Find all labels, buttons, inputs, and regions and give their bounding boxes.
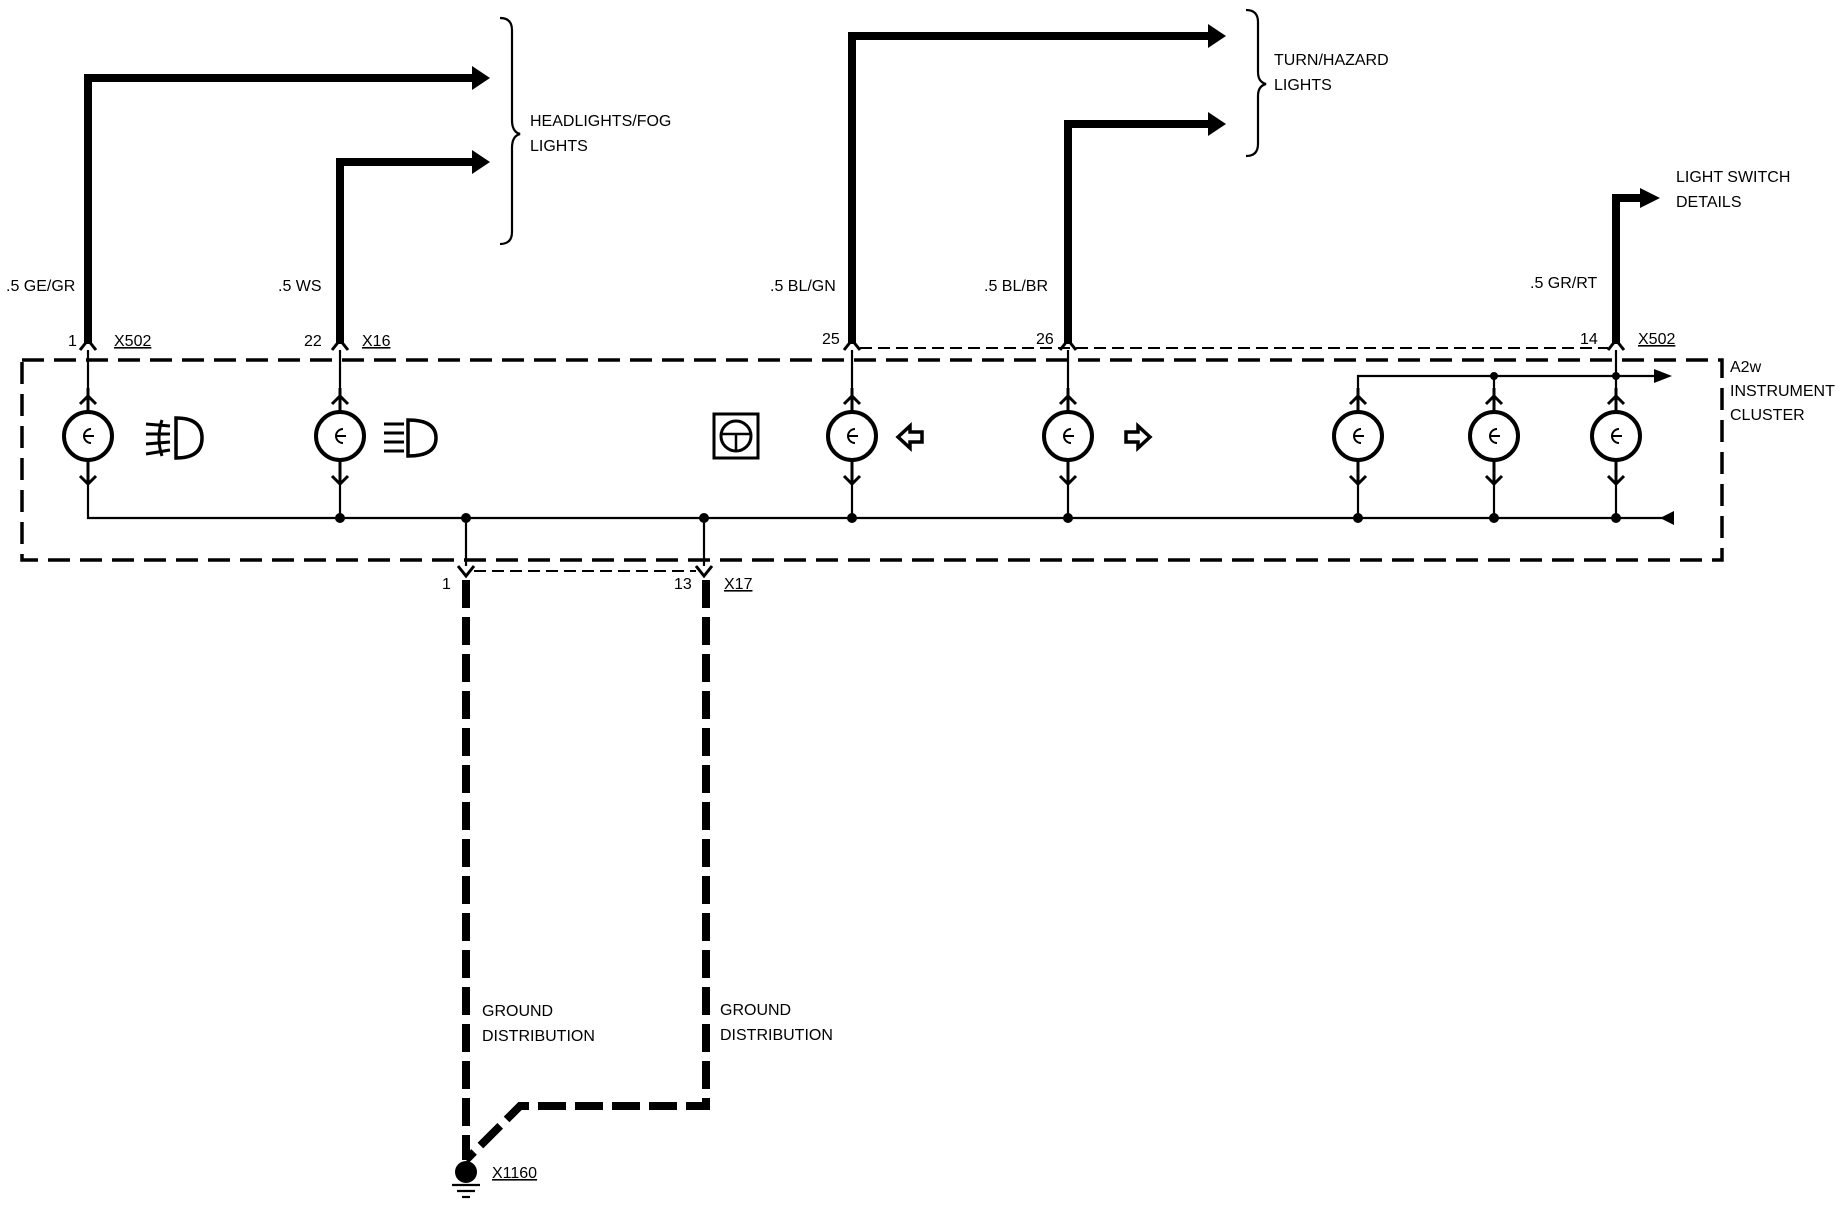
wire-label-bl-br: .5 BL/BR bbox=[984, 278, 1048, 295]
steering-wheel-icon bbox=[712, 412, 760, 460]
component-id-label: A2w bbox=[1730, 359, 1762, 376]
wire-label-ws: .5 WS bbox=[278, 278, 322, 295]
pin-label-25: 25 bbox=[822, 331, 840, 348]
bulb-fog bbox=[62, 386, 114, 486]
pin-label-x17-1: 1 bbox=[442, 576, 451, 593]
pin-label-26: 26 bbox=[1036, 331, 1054, 348]
node bbox=[335, 513, 345, 523]
connector-label-x17: X17 bbox=[724, 576, 753, 593]
wire-label-gr-rt: .5 GR/RT bbox=[1530, 275, 1598, 292]
pin-label-1: 1 bbox=[68, 333, 77, 350]
pin-label-22: 22 bbox=[304, 333, 322, 350]
turn-left-arrow-icon bbox=[895, 422, 924, 452]
pin-14-chevron bbox=[1606, 338, 1626, 352]
group-turn-label: TURN/HAZARD bbox=[1274, 52, 1389, 69]
brace-headlights bbox=[499, 16, 521, 246]
ground-point-icon bbox=[455, 1161, 477, 1183]
ground-wire-right bbox=[463, 580, 710, 1163]
group-turn-label-2: LIGHTS bbox=[1274, 77, 1332, 94]
arrow-turn-2 bbox=[1208, 112, 1226, 136]
pin-22-chevron bbox=[330, 338, 350, 352]
illum-bus-arrow bbox=[1654, 369, 1672, 383]
wire-label-bl-gn: .5 BL/GN bbox=[770, 278, 836, 295]
turn-right-arrow-icon bbox=[1124, 422, 1153, 452]
bulb-turn-right bbox=[1042, 386, 1094, 486]
connector-label-x1160: X1160 bbox=[492, 1165, 537, 1182]
node bbox=[1063, 513, 1073, 523]
wire-ge-gr bbox=[84, 74, 480, 344]
arrow-turn-1 bbox=[1208, 24, 1226, 48]
ground-dist-left-label-2: DISTRIBUTION bbox=[482, 1028, 595, 1045]
pin-x17-13-chevron bbox=[694, 564, 714, 578]
group-headlights-label-2: LIGHTS bbox=[530, 138, 588, 155]
wire-label-ge-gr: .5 GE/GR bbox=[6, 278, 75, 295]
connector-label-x502-left: X502 bbox=[114, 333, 151, 350]
bulb-illum-3 bbox=[1590, 386, 1642, 486]
connector-label-x16: X16 bbox=[362, 333, 391, 350]
bulb-illum-1 bbox=[1332, 386, 1384, 486]
illum-bus bbox=[1356, 374, 1660, 388]
arrow-light-switch bbox=[1640, 188, 1660, 208]
ground-dist-right-label: GROUND bbox=[720, 1002, 791, 1019]
bulb-illum-2 bbox=[1468, 386, 1520, 486]
pin-label-x17-13: 13 bbox=[674, 576, 692, 593]
component-name-label-2: CLUSTER bbox=[1730, 407, 1805, 424]
group-light-switch-label-2: DETAILS bbox=[1676, 194, 1742, 211]
bulb-highbeam bbox=[314, 386, 366, 486]
connector-label-x502-right: X502 bbox=[1638, 331, 1675, 348]
pin-x17-1-chevron bbox=[456, 564, 476, 578]
node bbox=[1612, 372, 1620, 380]
wire-bl-br bbox=[1064, 120, 1215, 344]
node bbox=[847, 513, 857, 523]
instrument-cluster-box bbox=[20, 358, 1724, 562]
pin-1-chevron bbox=[78, 338, 98, 352]
ground-bus bbox=[86, 484, 1670, 520]
high-beam-icon bbox=[384, 418, 438, 458]
node bbox=[1611, 513, 1621, 523]
group-headlights-label: HEADLIGHTS/FOG bbox=[530, 113, 671, 130]
bulb-turn-left bbox=[826, 386, 878, 486]
wire-bl-gn bbox=[848, 32, 1215, 344]
pin-25-chevron bbox=[842, 338, 862, 352]
wire-ws bbox=[336, 158, 480, 344]
group-light-switch-label: LIGHT SWITCH bbox=[1676, 169, 1790, 186]
arrow-headlights-2 bbox=[472, 150, 490, 174]
node bbox=[1353, 513, 1363, 523]
node bbox=[1489, 513, 1499, 523]
ground-bus-arrow bbox=[1660, 511, 1674, 525]
node bbox=[1490, 372, 1498, 380]
pin-label-14: 14 bbox=[1580, 331, 1598, 348]
arrow-headlights-1 bbox=[472, 66, 490, 90]
brace-turn bbox=[1245, 8, 1267, 158]
component-name-label: INSTRUMENT bbox=[1730, 383, 1835, 400]
ground-dist-left-label: GROUND bbox=[482, 1003, 553, 1020]
wire-gr-rt bbox=[1612, 194, 1645, 344]
ground-dist-right-label-2: DISTRIBUTION bbox=[720, 1027, 833, 1044]
fog-light-icon bbox=[145, 416, 204, 460]
